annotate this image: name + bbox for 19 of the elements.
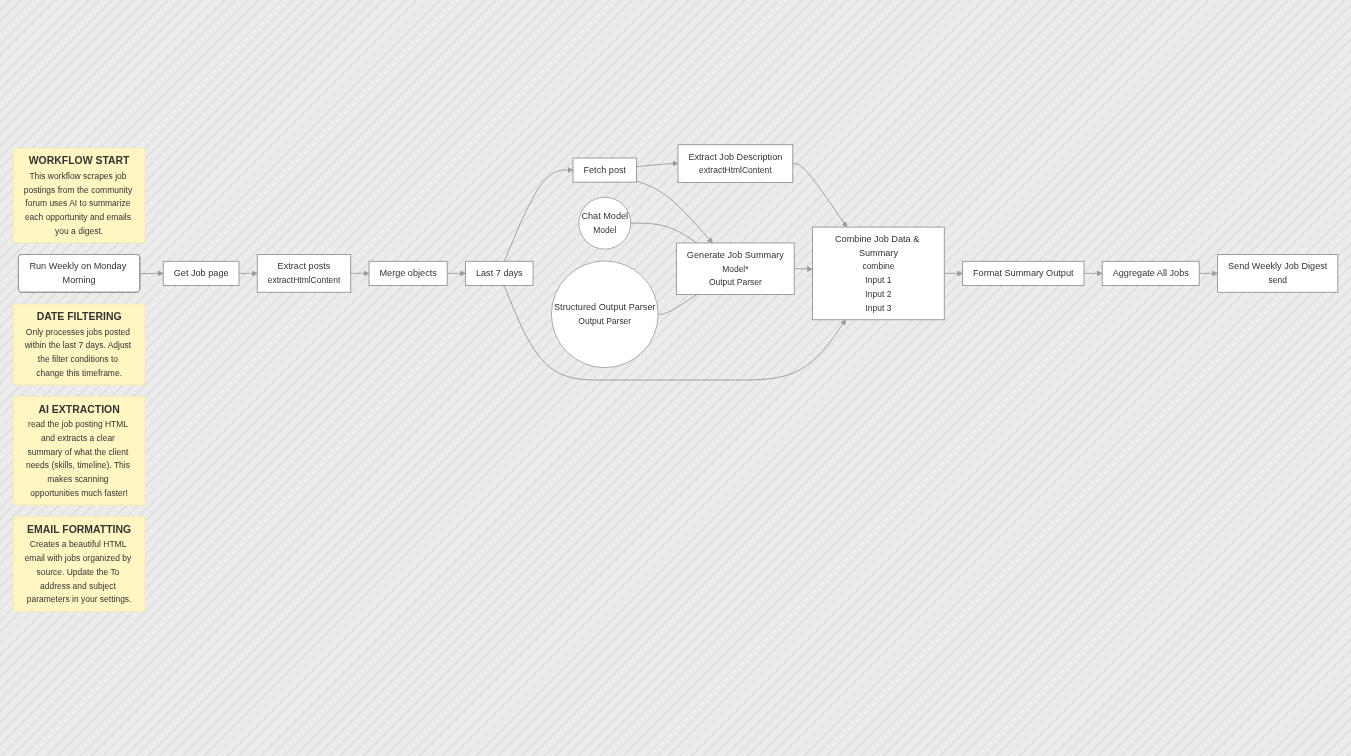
- node-box: WORKFLOW START This workflow scrapes job postings from the community forum uses AI to summarize each opportunity and emails you a digest.: [12, 147, 146, 244]
- node-box: Fetch post: [572, 157, 638, 183]
- node-circle: Chat Model Model: [578, 196, 632, 250]
- node-box: Extract posts extractHtmlContent: [256, 254, 352, 293]
- node-box: Generate Job Summary Model* Output Parser: [675, 242, 795, 295]
- node-box: Merge objects: [368, 260, 448, 286]
- node-box: Extract Job Description extractHtmlContent: [677, 144, 794, 183]
- node-box: EMAIL FORMATTING Creates a beautiful HTML email with jobs organized by source. Update the To address and subject parameters in your settings.: [12, 516, 146, 612]
- connector: [630, 222, 698, 244]
- node-circle: Structured Output Parser Output Parser: [550, 260, 659, 369]
- node-box: Format Summary Output: [962, 260, 1085, 286]
- node-box: AI EXTRACTION read the job posting HTML and extracts a clear summary of what the client needs (skills, timeline). This makes scanning opportunities much faster!: [12, 396, 146, 506]
- node-box: Send Weekly Job Digest send: [1217, 254, 1339, 293]
- node-box: DATE FILTERING Only processes jobs posted within the last 7 days. Adjust the filter conditions to change this timeframe.: [12, 303, 146, 386]
- node-box: Combine Job Data & Summary combine Input 1 Input 2 Input 3: [812, 226, 945, 321]
- node-box: Get Job page: [162, 260, 240, 286]
- node-box: Aggregate All Jobs: [1101, 260, 1200, 286]
- node-box: Last 7 days: [465, 260, 534, 286]
- connector: [657, 294, 698, 315]
